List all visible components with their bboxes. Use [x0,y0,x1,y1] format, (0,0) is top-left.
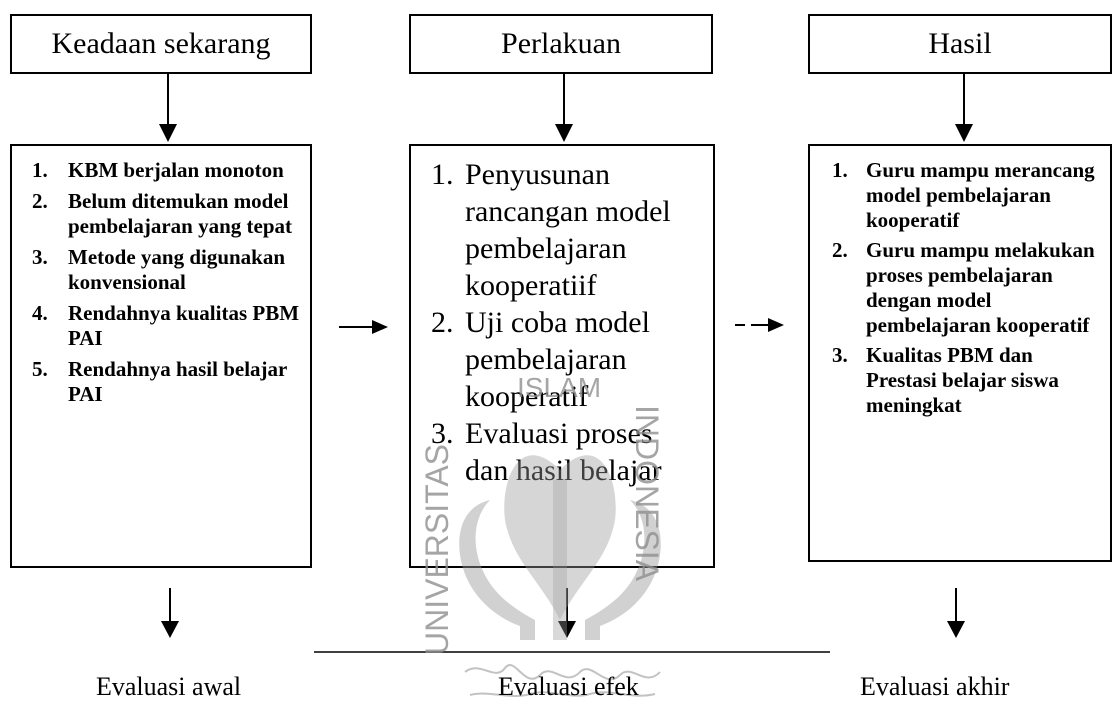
list-item: 3.Evaluasi proses dan hasil belajar [431,417,662,487]
down-arrow-6 [947,588,965,638]
down-arrow-5 [558,588,576,638]
item-list: 1.Penyusunan rancangan model pembelajara… [421,156,703,489]
down-arrow-3 [955,74,973,142]
list-item: 3.Metode yang digunakan konvensional [32,245,286,294]
list-item: 2.Belum ditemukan model pembelajaran yan… [32,189,292,238]
header-keadaan-sekarang: Keadaan sekarang [10,14,312,74]
right-arrow-2 [735,318,784,332]
header-perlakuan: Perlakuan [409,14,713,74]
content-box-hasil: 1.Guru mampu merancang model pembelajara… [808,144,1112,562]
content-box-keadaan-sekarang: 1.KBM berjalan monoton 2.Belum ditemukan… [10,144,312,568]
list-item: 2.Uji coba model pembelajaran kooperatif [431,306,650,413]
list-item: 1.Penyusunan rancangan model pembelajara… [431,158,671,302]
header-label: Hasil [928,27,992,60]
header-label: Keadaan sekarang [51,27,271,60]
header-label: Perlakuan [501,27,621,60]
down-arrow-2 [555,74,573,142]
footer-evaluasi-akhir: Evaluasi akhir [860,672,1010,701]
list-item: 5.Rendahnya hasil belajar PAI [32,357,287,406]
right-arrow-1 [339,320,388,334]
content-box-perlakuan: 1.Penyusunan rancangan model pembelajara… [409,144,715,568]
down-arrow-1 [159,74,177,142]
footer-evaluasi-awal: Evaluasi awal [96,672,242,701]
list-item: 2.Guru mampu melakukan proses pembelajar… [832,238,1095,337]
list-item: 4.Rendahnya kualitas PBM PAI [32,301,300,350]
footer-evaluasi-efek: Evaluasi efek [498,672,639,701]
item-list: 1.Guru mampu merancang model pembelajara… [820,158,1100,418]
header-hasil: Hasil [808,14,1112,74]
item-list: 1.KBM berjalan monoton 2.Belum ditemukan… [22,158,300,407]
list-item: 1.Guru mampu merancang model pembelajara… [832,158,1095,232]
list-item: 1.KBM berjalan monoton [32,158,284,182]
down-arrow-4 [161,588,179,638]
list-item: 3.Kualitas PBM dan Prestasi belajar sisw… [832,343,1059,417]
